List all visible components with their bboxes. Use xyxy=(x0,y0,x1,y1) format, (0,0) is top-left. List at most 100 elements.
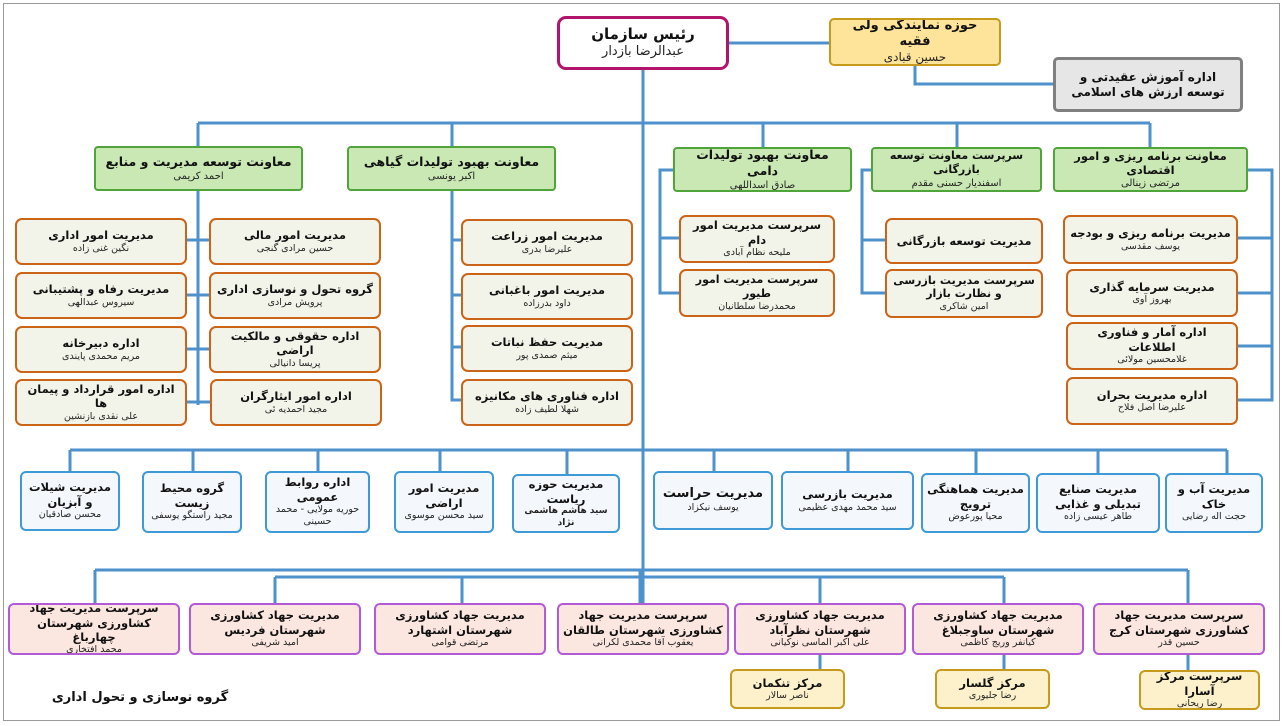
county-box: مدیریت جهاد کشاورزی شهرستان ساوجبلاغ کیا… xyxy=(912,603,1084,655)
county-title: مدیریت جهاد کشاورزی شهرستان فردیس xyxy=(210,608,340,637)
manager-title: اداره حقوقی و مالکیت اراضی xyxy=(230,328,360,358)
manager-name: بهروز آوی xyxy=(1132,294,1172,306)
chart-frame xyxy=(3,3,1280,721)
staff-title: مدیریت صنایع تبدیلی و غذایی xyxy=(1055,482,1141,511)
connector-commerce xyxy=(860,168,886,295)
staff-title: مدیریت بازرسی xyxy=(802,487,893,502)
deputy-title: معاونت برنامه ریزی و امور اقتصادی xyxy=(1074,148,1227,177)
staff-box: اداره روابط عمومی حوریه مولایی - محمد حس… xyxy=(265,471,370,533)
manager-name: غلامحسین مولائی xyxy=(1117,354,1187,366)
manager-name: مجید احمدیه ئی xyxy=(264,403,328,415)
manager-box: سرپرست مدیریت امور طیور محمدرضا سلطانیان xyxy=(679,269,835,317)
staff-box: مدیریت حوزه ریاست سید هاشم هاشمی نژاد xyxy=(512,474,620,533)
deputy-name: اکبر یونسی xyxy=(427,170,476,182)
county-title: مدیریت جهاد کشاورزی شهرستان نظرآباد xyxy=(755,608,885,637)
staff-name: محیا پورعوض xyxy=(948,511,1003,523)
manager-title: اداره آمار و فناوری اطلاعات xyxy=(1097,325,1207,354)
manager-box: اداره حقوقی و مالکیت اراضی پریسا دانیالی xyxy=(209,326,381,373)
deputy-title: معاونت توسعه مدیریت و منابع xyxy=(105,154,292,170)
county-title: مدیریت جهاد کشاورزی شهرستان ساوجبلاغ xyxy=(933,608,1063,637)
staff-title: اداره روابط عمومی xyxy=(284,475,351,504)
religious-training-title: اداره آموزش عقیدتی و توسعه ارزش های اسلا… xyxy=(1071,69,1225,99)
staff-title: مدیریت شیلات و آبزیان xyxy=(28,480,112,509)
manager-title: مدیریت حفظ نباتات xyxy=(490,335,604,350)
manager-title: گروه تحول و نوسازی اداری xyxy=(217,282,373,297)
deputy-commerce-box: سرپرست معاونت توسعه بازرگانی اسفندیار حس… xyxy=(871,147,1042,192)
manager-box: مدیریت امور اداری نگین غنی زاده xyxy=(15,218,187,265)
deputy-title: سرپرست معاونت توسعه بازرگانی xyxy=(889,149,1024,176)
county-title: سرپرست مدیریت جهاد کشاورزی شهرستان چهارب… xyxy=(29,603,159,645)
manager-box: مدیریت سرمایه گذاری بهروز آوی xyxy=(1066,269,1238,317)
root-title: رئیس سازمان xyxy=(591,25,695,44)
deputy-name: صادق اسداللهی xyxy=(729,179,796,191)
staff-box: مدیریت صنایع تبدیلی و غذایی طاهر عیسی زا… xyxy=(1036,473,1160,533)
deputy-name: مرتضی زینالی xyxy=(1121,178,1180,190)
county-box: مدیریت جهاد کشاورزی شهرستان فردیس امید ش… xyxy=(189,603,361,655)
staff-name: طاهر عیسی زاده xyxy=(1063,511,1133,523)
manager-name: نگین غنی زاده xyxy=(72,242,130,254)
manager-name: پریسا دانیالی xyxy=(269,357,321,369)
deputy-name: اسفندیار حسنی مقدم xyxy=(911,177,1002,189)
manager-title: مدیریت برنامه ریزی و بودجه xyxy=(1070,226,1231,241)
representative-box: حوزه نمایندگی ولی فقیه حسین قبادی xyxy=(829,18,1001,66)
root-name: عبدالرضا بازدار xyxy=(602,43,684,59)
staff-box: مدیریت شیلات و آبزیان محسن صادقیان xyxy=(20,471,120,531)
county-name: مرتضی قوامی xyxy=(431,637,489,649)
county-box: مدیریت جهاد کشاورزی شهرستان اشتهارد مرتض… xyxy=(374,603,546,655)
manager-name: حسین مرادی گنجی xyxy=(256,242,334,254)
manager-title: مدیریت توسعه بازرگانی xyxy=(896,233,1032,248)
county-name: علی اکبر الماسی نوکیانی xyxy=(770,637,870,649)
staff-name: حوریه مولایی - محمد حسینی xyxy=(275,504,360,528)
center-name: رضا جلیوری xyxy=(968,690,1017,702)
county-title: مدیریت جهاد کشاورزی شهرستان اشتهارد xyxy=(395,608,525,637)
manager-title: سرپرست مدیریت امور دام xyxy=(692,218,822,247)
footer-caption: گروه نوسازی و تحول اداری xyxy=(51,690,229,705)
staff-title: مدیریت هماهنگی ترویج xyxy=(927,482,1024,511)
center-box: سرپرست مرکز آسارا رضا ریحانی xyxy=(1139,670,1260,710)
manager-title: مدیریت امور باغبانی xyxy=(488,283,606,298)
staff-name: حجت اله رضایی xyxy=(1181,511,1247,523)
county-box: سرپرست مدیریت جهاد کشاورزی شهرستان طالقا… xyxy=(557,603,729,655)
staff-box: مدیریت بازرسی سید محمد مهدی عظیمی xyxy=(781,471,914,530)
manager-name: داود بدرزاده xyxy=(523,297,571,309)
manager-box: مدیریت امور مالی حسین مرادی گنجی xyxy=(209,218,381,265)
manager-name: سیروس عبدالهی xyxy=(67,296,135,308)
connector-planning xyxy=(1237,168,1274,402)
manager-box: اداره مدیریت بحران علیرضا اصل فلاح xyxy=(1066,377,1238,425)
manager-name: علیرضا اصل فلاح xyxy=(1117,402,1187,414)
center-title: مرکز تنکمان xyxy=(752,675,823,690)
deputy-name: احمد کریمی xyxy=(173,170,224,182)
manager-name: امین شاکری xyxy=(939,301,989,313)
manager-name: ملیحه نظام آبادی xyxy=(723,247,791,259)
staff-title: گروه محیط زیست xyxy=(159,481,225,510)
manager-title: اداره امور ایثارگران xyxy=(240,389,352,404)
staff-title: مدیریت حوزه ریاست xyxy=(528,477,604,506)
manager-box: مدیریت امور باغبانی داود بدرزاده xyxy=(461,273,633,320)
manager-box: اداره دبیرخانه مریم محمدی پایندی xyxy=(15,326,187,373)
manager-box: سرپرست مدیریت امور دام ملیحه نظام آبادی xyxy=(679,215,835,263)
staff-title: مدیریت امور اراضی xyxy=(408,481,480,510)
connector-plant xyxy=(450,190,462,402)
connector-livestock xyxy=(658,168,680,295)
manager-title: اداره امور قرارداد و پیمان ها xyxy=(27,381,175,411)
manager-name: پرویش مرادی xyxy=(267,296,323,308)
deputy-title: معاونت بهبود تولیدات گیاهی xyxy=(363,154,540,170)
manager-box: مدیریت برنامه ریزی و بودجه یوسف مقدسی xyxy=(1063,215,1238,264)
staff-title: مدیریت حراست xyxy=(662,486,764,502)
manager-box: گروه تحول و نوسازی اداری پرویش مرادی xyxy=(209,272,381,319)
deputy-resources-box: معاونت توسعه مدیریت و منابع احمد کریمی xyxy=(94,146,303,191)
manager-title: مدیریت رفاه و پشتیبانی xyxy=(32,282,170,297)
staff-name: محسن صادقیان xyxy=(38,509,102,521)
deputy-livestock-box: معاونت بهبود تولیدات دامی صادق اسداللهی xyxy=(673,147,852,192)
county-box: سرپرست مدیریت جهاد کشاورزی شهرستان چهارب… xyxy=(8,603,180,655)
staff-name: یوسف نیکزاد xyxy=(687,502,739,514)
manager-box: اداره امور قرارداد و پیمان ها علی نقدی ب… xyxy=(15,379,187,426)
county-box: مدیریت جهاد کشاورزی شهرستان نظرآباد علی … xyxy=(734,603,906,655)
manager-title: سرپرست مدیریت امور طیور xyxy=(695,273,819,300)
manager-title: سرپرست مدیریت بازرسی و نظارت بازار xyxy=(893,273,1035,301)
manager-title: مدیریت امور زراعت xyxy=(491,229,603,244)
staff-name: سید محسن موسوی xyxy=(404,510,484,522)
center-box: مرکز گلسار رضا جلیوری xyxy=(935,669,1050,709)
manager-box: مدیریت توسعه بازرگانی xyxy=(885,218,1043,264)
